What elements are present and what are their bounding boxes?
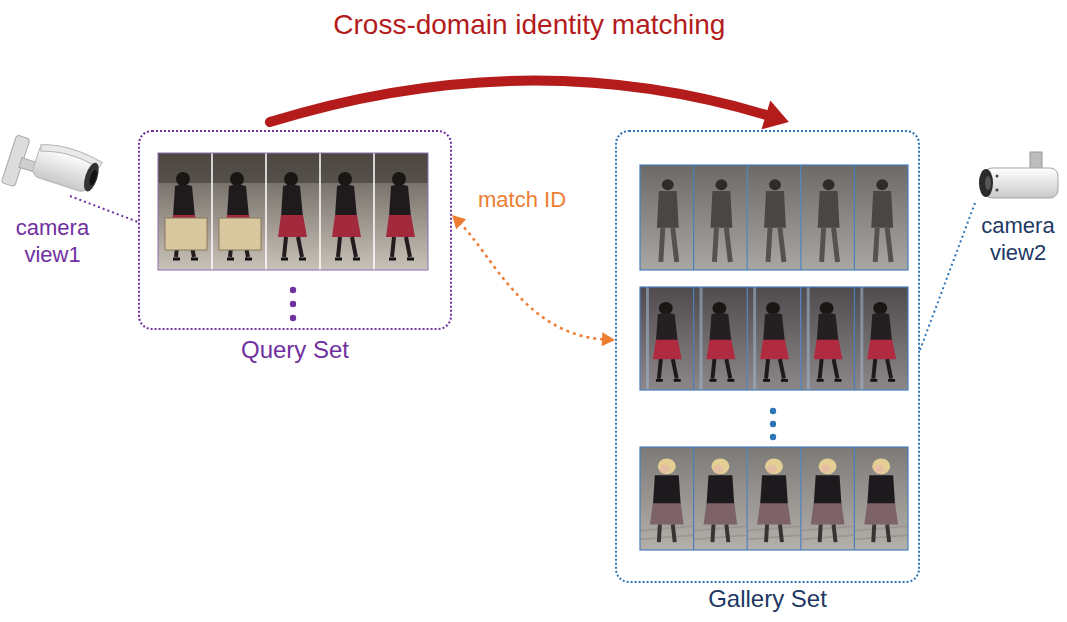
camera-label: camera view2 xyxy=(972,212,1064,266)
connector-line xyxy=(459,222,604,339)
matching-arrow xyxy=(270,81,789,130)
query-set-box: Query Set xyxy=(138,130,452,330)
gallery-image-strip xyxy=(640,165,908,270)
edge-label: Cross-domain identity matching xyxy=(333,8,725,42)
edge-label: match ID xyxy=(478,187,566,213)
set-heading: Query Set xyxy=(241,336,349,364)
gallery-image-strip xyxy=(640,447,908,550)
query-image-strip xyxy=(158,153,428,270)
leader-line xyxy=(920,203,975,350)
gallery-image-strip xyxy=(640,287,908,390)
continuation-dots xyxy=(290,287,296,321)
camera-icon xyxy=(979,152,1058,198)
match-id-arrow xyxy=(452,215,615,346)
camera-icon xyxy=(1,132,103,211)
connector-line xyxy=(270,81,771,122)
arrowhead xyxy=(761,101,788,130)
gallery-set-box: Gallery Set xyxy=(615,130,920,583)
set-heading: Gallery Set xyxy=(708,585,827,613)
arrowhead xyxy=(452,215,466,229)
continuation-dots xyxy=(770,408,776,440)
arrowhead xyxy=(602,332,615,346)
camera-label: camera view1 xyxy=(5,214,100,268)
